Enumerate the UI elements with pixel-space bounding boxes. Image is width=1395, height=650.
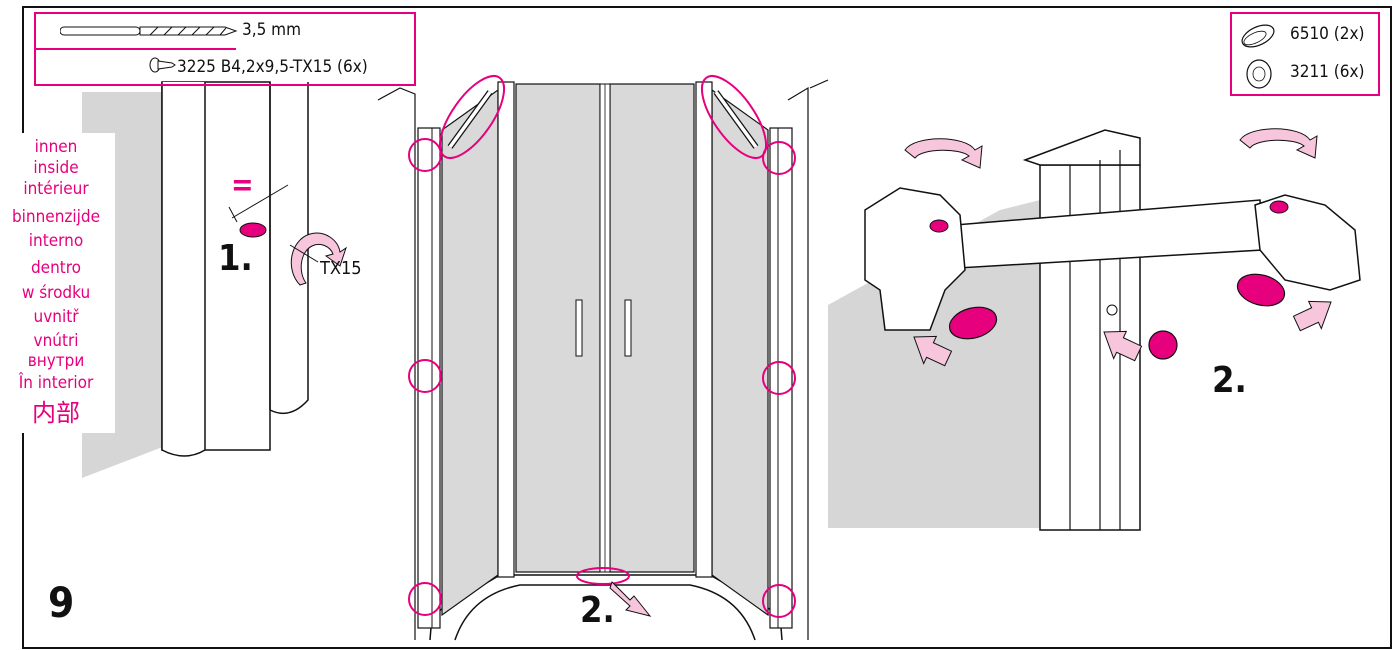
inside-label: inside [33,158,79,178]
inside-label: interno [28,231,84,251]
inside-label: w środku [21,283,91,303]
step-1-label: 1. [218,238,253,279]
highlight-screw [762,361,796,395]
left-door-handle [575,299,583,357]
round-cap [1148,330,1178,360]
step-number: 9 [48,578,75,627]
screw-icon [149,57,176,73]
tools-box [34,12,416,86]
rotation-arrow-icon [1239,128,1318,159]
inside-label: dentro [30,258,82,278]
left-door-glass [515,83,601,573]
highlight-screw [408,359,442,393]
step-2-center-label: 2. [580,590,615,631]
equal-sign: = [231,168,254,203]
inside-label: intérieur [23,179,89,199]
right-bracket [1254,194,1361,291]
inside-labels-panel [0,133,115,433]
slot-hole [239,222,267,238]
inside-label: binnenzijde [11,207,101,227]
inside-label: vnútri [33,331,79,351]
inside-label: внутри [27,351,85,371]
highlight-screw [762,584,796,618]
oval-cap [948,306,998,340]
drill-size-label: 3,5 mm [242,20,301,40]
inside-label: În interior [18,373,94,393]
highlight-floor-guide [576,567,630,585]
oval-cap [1236,273,1286,307]
highlight-top-right-bracket [700,75,768,159]
push-arrow-icon [913,335,953,367]
highlight-screw [408,582,442,616]
torx-label: TX15 [320,258,362,279]
inside-label: innen [34,137,78,157]
step-2-right-label: 2. [1212,360,1247,401]
rotation-arrow-icon [904,138,983,169]
inside-label: uvnitř [33,307,79,327]
highlight-top-left-bracket [438,75,506,159]
rotation-arrow-icon [290,232,347,286]
oval-cap-part-label: 6510 (2x) [1290,24,1365,44]
parts-box [1230,12,1380,96]
highlight-screw [408,138,442,172]
push-arrow-icon [1103,330,1143,362]
screw-spec-label: 3225 B4,2x9,5-TX15 (6x) [177,57,368,77]
push-arrow-icon [1292,300,1332,332]
round-cap-icon [1246,59,1272,89]
round-cap-part-label: 3211 (6x) [1290,62,1365,82]
highlight-screw [762,141,796,175]
right-door-glass [609,83,695,573]
oval-cap-icon [1241,24,1275,48]
tools-box-divider [36,48,236,50]
drill-bit-icon [60,26,238,36]
direction-arrow-icon [609,581,652,617]
right-door-handle [624,299,632,357]
inside-label: 内部 [32,399,80,427]
